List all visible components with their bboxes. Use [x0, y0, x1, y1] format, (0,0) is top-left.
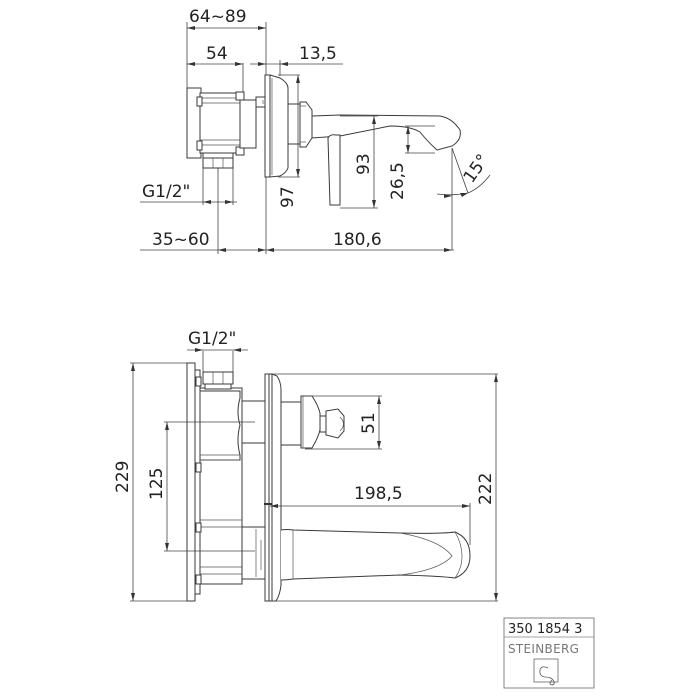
dim-spout-height: 93 [354, 153, 374, 175]
dim-thread-side: G1/2" [142, 182, 190, 202]
concealed-body-front [186, 362, 266, 602]
dim-body-height: 229 [113, 461, 133, 493]
dim-rosette-height: 97 [278, 186, 298, 208]
front-dimensions [130, 348, 498, 602]
dim-fixing-distance: 125 [147, 468, 167, 500]
article-number: 350 1854 3 [508, 622, 582, 637]
dim-outlet-height: 26,5 [388, 162, 408, 200]
dim-install-depth: 64~89 [189, 7, 247, 27]
side-view: 64~89 54 13,5 G1/2" 35~60 180,6 97 93 26… [140, 7, 493, 254]
dim-handle-height: 51 [359, 412, 379, 434]
dim-spout-projection: 180,6 [333, 230, 382, 250]
rosette-plate [264, 74, 289, 178]
title-block: 350 1854 3 STEINBERG [503, 617, 595, 689]
dim-wall-depth: 35~60 [152, 230, 210, 250]
steinberg-logo-icon [533, 658, 559, 686]
brand-name: STEINBERG [508, 642, 579, 656]
dim-spout-length: 198,5 [354, 484, 403, 504]
wall-plate-front [264, 373, 282, 602]
front-view: G1/2" 229 125 51 198,5 222 [113, 329, 498, 602]
dim-plate-height: 222 [476, 473, 496, 505]
dim-body-depth: 54 [206, 44, 228, 64]
concealed-body [186, 87, 269, 169]
side-dimensions [140, 22, 491, 254]
spout-side [287, 101, 461, 206]
dim-thread-front: G1/2" [188, 329, 236, 349]
dim-outlet-angle: 15° [460, 151, 494, 187]
dim-rosette-offset: 13,5 [299, 44, 337, 64]
spout-front [280, 529, 471, 581]
handle-front [280, 395, 345, 449]
